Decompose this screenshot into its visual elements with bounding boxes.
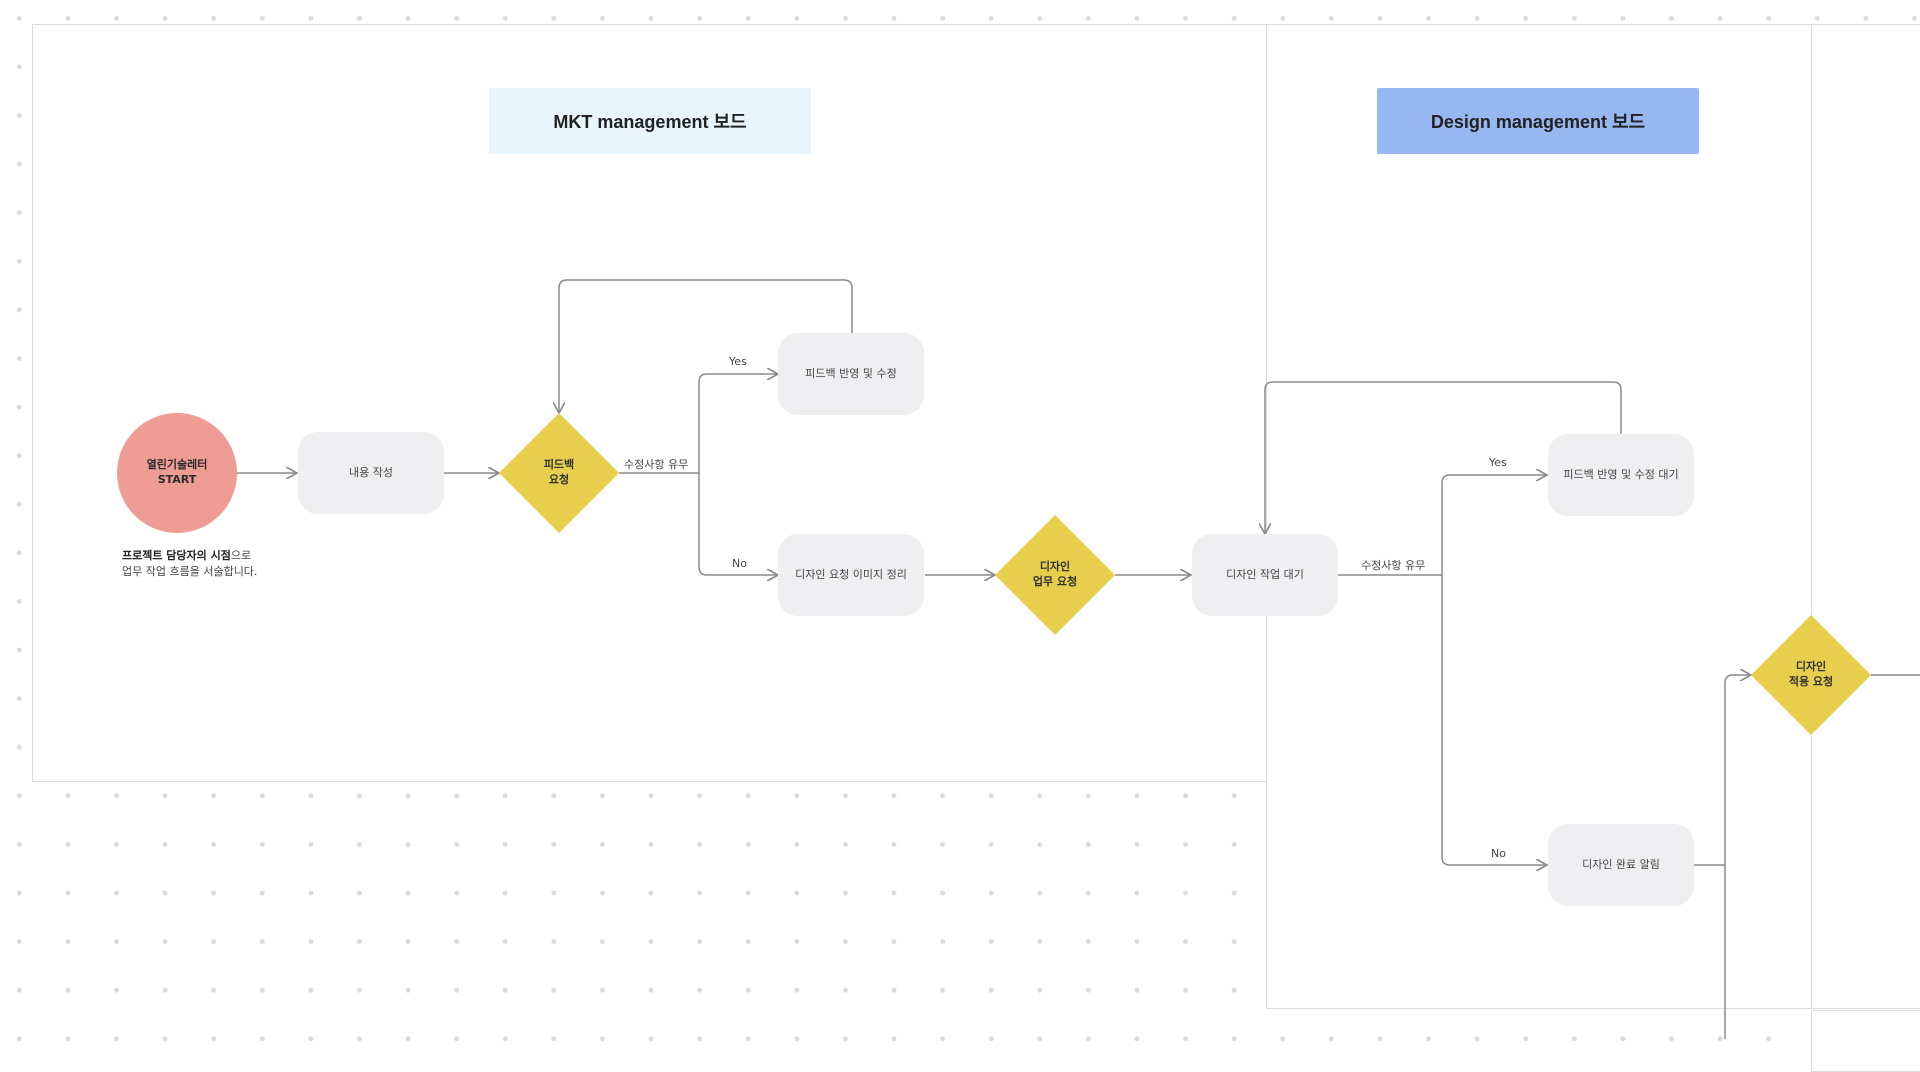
- design-board-section: [1266, 24, 1812, 1009]
- start-note-bold: 프로젝트 담당자의 시점: [122, 549, 231, 562]
- process-design-request-images[interactable]: 디자인 요청 이미지 정리: [778, 534, 924, 616]
- edge-feedback-to-no: [698, 473, 778, 575]
- decision-design-apply-request[interactable]: 디자인 적용 요청: [1751, 615, 1871, 735]
- process-design-done-notice[interactable]: 디자인 완료 알림: [1548, 824, 1694, 906]
- decision-feedback-request[interactable]: 피드백 요청: [499, 413, 619, 533]
- decision-label: 피드백 요청: [543, 458, 575, 486]
- edge-yes-loop-back: [559, 279, 853, 413]
- start-note-line2: 업무 작업 흐름을 서술합니다.: [122, 564, 258, 578]
- design-board-title[interactable]: Design management 보드: [1377, 88, 1699, 154]
- connector-layer: [236, 279, 1920, 1039]
- edge-label-mkt-yes: Yes: [729, 355, 747, 368]
- edge-label-mkt-no: No: [732, 557, 747, 570]
- edge-design-yes-loop-back: [1265, 381, 1622, 534]
- start-note-line1: 프로젝트 담당자의 시점으로: [122, 548, 257, 564]
- process-feedback-apply-edit-wait[interactable]: 피드백 반영 및 수정 대기: [1548, 434, 1694, 516]
- process-feedback-apply-edit[interactable]: 피드백 반영 및 수정: [778, 333, 924, 415]
- start-node[interactable]: 열린기술레터 START: [117, 413, 237, 533]
- decision-label: 디자인 적용 요청: [1788, 660, 1834, 688]
- edge-wait-to-yes: [1338, 475, 1547, 576]
- edge-label-design-no: No: [1491, 847, 1506, 860]
- start-note-line1-rest: 으로: [230, 549, 252, 562]
- edge-wait-to-no: [1441, 575, 1547, 865]
- edge-label-design-decision: 수정사항 유무: [1361, 559, 1426, 572]
- process-design-wait[interactable]: 디자인 작업 대기: [1192, 534, 1338, 616]
- decision-design-task-request[interactable]: 디자인 업무 요청: [995, 515, 1115, 635]
- edge-label-mkt-decision: 수정사항 유무: [624, 458, 689, 471]
- next-board-section: [1811, 24, 1920, 1009]
- start-note: 프로젝트 담당자의 시점으로 업무 작업 흐름을 서술합니다.: [122, 548, 257, 580]
- process-write-content[interactable]: 내용 작성: [298, 432, 444, 514]
- mkt-board-title[interactable]: MKT management 보드: [489, 88, 811, 154]
- edge-done-to-apply: [1694, 675, 1751, 866]
- decision-label: 디자인 업무 요청: [1032, 560, 1078, 588]
- edge-label-design-yes: Yes: [1489, 456, 1507, 469]
- edge-feedback-to-yes: [619, 374, 778, 474]
